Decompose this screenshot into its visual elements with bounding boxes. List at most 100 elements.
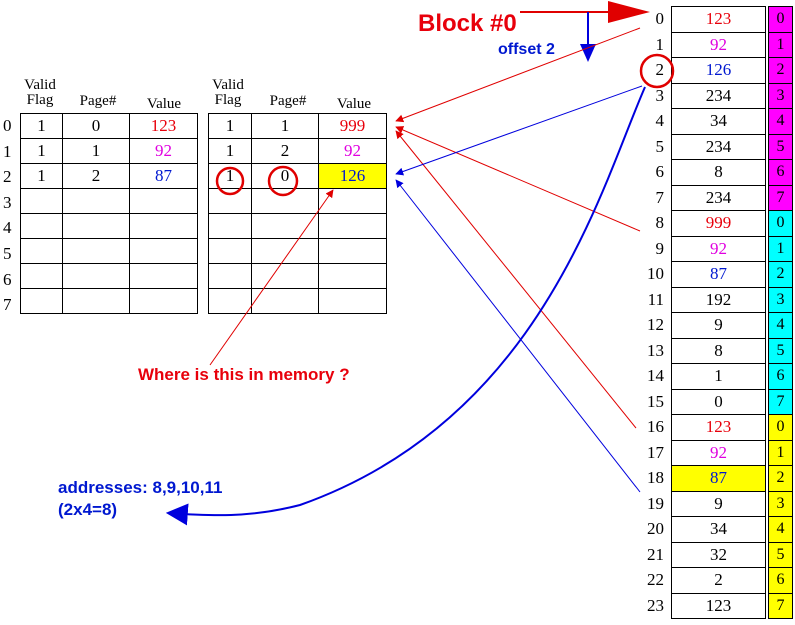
table-row: [20, 238, 198, 264]
block-offset-cell: 0: [768, 415, 793, 441]
table2-header-page: Page#: [269, 93, 307, 109]
memory-cell: 9: [671, 313, 766, 339]
block-offset-cell: 6: [768, 364, 793, 390]
table1-value-cell: 87: [129, 163, 198, 189]
table2-flag-cell: 1: [208, 113, 252, 139]
block-offset-cell: 5: [768, 542, 793, 568]
memory-cell: 999: [671, 211, 766, 237]
table-row-index: 0: [3, 116, 12, 135]
memory-address: 13: [647, 340, 664, 360]
memory-address: 20: [647, 519, 664, 538]
memory-cell: 192: [671, 287, 766, 313]
table1-flag-cell: [20, 213, 63, 239]
memory-address: 2: [655, 60, 665, 79]
block-offset-cell: 4: [768, 313, 793, 339]
block-offset-cell: 2: [768, 262, 793, 288]
block-offset-cell: 0: [768, 7, 793, 33]
table2-value-cell: [318, 238, 387, 264]
memory-address: 5: [655, 136, 665, 156]
memory-cell: 123: [671, 7, 766, 33]
table1-page-cell: [62, 288, 130, 314]
memory-cell: 87: [671, 262, 766, 288]
memory-address: 23: [647, 595, 664, 615]
table2-value-cell: 999: [318, 113, 387, 139]
block-offset-cell: 2: [768, 58, 793, 84]
table1-page-cell: [62, 238, 130, 264]
offset-pointer-arrow: [580, 12, 596, 62]
arrow-question-to-value: [209, 189, 334, 366]
table-row: [20, 288, 198, 314]
table1-header-flag: Flag: [26, 92, 54, 108]
memory-address: 22: [647, 570, 664, 589]
block-offset-cell: 2: [768, 466, 793, 492]
table1-value-cell: [129, 288, 198, 314]
block-offset-cell: 5: [768, 338, 793, 364]
table1-value-cell: [129, 263, 198, 289]
table-row-index: 6: [3, 269, 12, 289]
memory-address: 16: [647, 417, 664, 436]
table-row-index: 3: [3, 192, 12, 212]
table-row-index: 5: [3, 244, 12, 263]
memory-cell: 87: [671, 466, 766, 492]
memory-cell: 1: [671, 364, 766, 390]
table2-header-flag: Flag: [214, 92, 242, 108]
memory-cell: 92: [671, 440, 766, 466]
block-offset-cell: 3: [768, 287, 793, 313]
memory-address: 12: [647, 315, 664, 334]
table1-page-cell: [62, 213, 130, 239]
block-offset-cell: 1: [768, 440, 793, 466]
block-offset-cell: 1: [768, 32, 793, 58]
offset-2-circle: [639, 53, 675, 89]
block-offset-cell: 6: [768, 568, 793, 594]
memory-cell: 32: [671, 542, 766, 568]
memory-address: 7: [655, 187, 665, 207]
table1-header-valid: Valid: [24, 77, 56, 93]
table2-page-cell: [251, 188, 319, 214]
table2-page-cell: [251, 288, 319, 314]
memory-cell: 34: [671, 109, 766, 135]
table-row: [20, 263, 198, 289]
memory-address: 9: [655, 238, 665, 258]
memory-cell: 0: [671, 389, 766, 415]
block-label: Block #0: [418, 10, 517, 37]
memory-address: 0: [655, 9, 665, 28]
table2-header-valid-flag: Valid Flag: [206, 78, 250, 108]
table1-flag-cell: [20, 288, 63, 314]
block-offset-cell: 6: [768, 160, 793, 186]
table-row-index: 2: [3, 167, 12, 187]
question-label: Where is this in memory ?: [138, 365, 350, 384]
table2-flag-cell: [208, 188, 252, 214]
memory-address: 10: [647, 264, 664, 283]
memory-cell: 92: [671, 32, 766, 58]
table-row: [208, 238, 387, 264]
memory-address: 21: [647, 544, 664, 564]
memory-address: 3: [655, 85, 665, 105]
block-offset-cell: 7: [768, 593, 793, 619]
table1-header-value: Value: [146, 96, 182, 112]
table1-page-cell: [62, 188, 130, 214]
table1-value-cell: 92: [129, 138, 198, 164]
memory-cell: 126: [671, 58, 766, 84]
calc-label: (2x4=8): [58, 500, 118, 519]
block-offset-cell: 7: [768, 185, 793, 211]
memory-address: 11: [647, 289, 664, 309]
memory-address: 15: [647, 391, 664, 411]
memory-cell: 9: [671, 491, 766, 517]
table1-value-cell: [129, 188, 198, 214]
memory-cell: 234: [671, 185, 766, 211]
memory-address: 1: [655, 34, 665, 54]
memory-address: 18: [647, 468, 664, 487]
valid-flag-circle: [215, 166, 245, 196]
block-offset-cell: 3: [768, 491, 793, 517]
memory-address: 4: [655, 111, 665, 130]
memory-address: 17: [647, 442, 664, 462]
table1-flag-cell: [20, 188, 63, 214]
offset-label: offset 2: [498, 41, 555, 58]
table-row-index: 1: [3, 141, 12, 161]
table1-page-cell: 1: [62, 138, 130, 164]
